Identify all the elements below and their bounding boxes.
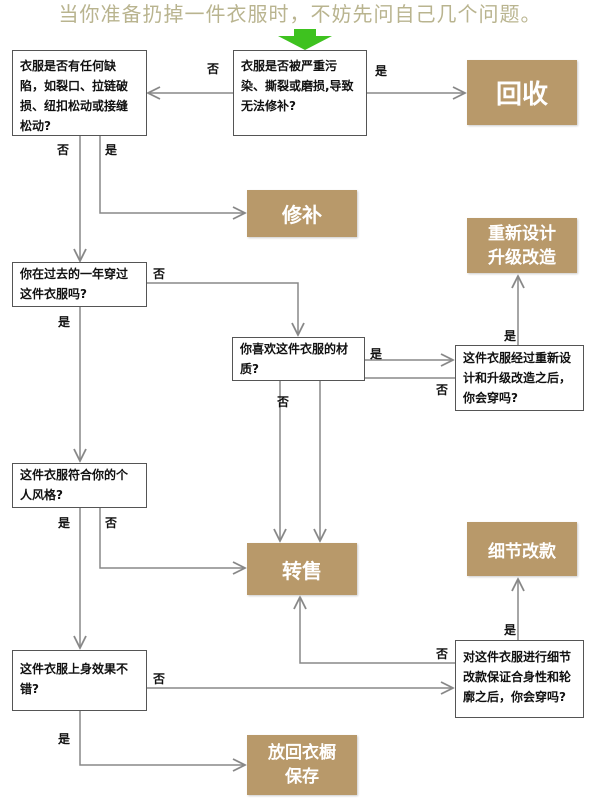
label-yes: 是 — [58, 516, 71, 530]
label-yes: 是 — [375, 64, 388, 78]
action-recycle: 回收 — [467, 60, 577, 125]
label-yes: 是 — [105, 143, 118, 157]
label-no: 否 — [153, 672, 166, 686]
label-yes: 是 — [58, 732, 71, 746]
question-defect: 衣服是否有任何缺陷，如裂口、拉链破损、纽扣松动或接缝松动? — [12, 50, 147, 136]
action-keep: 放回衣橱 保存 — [247, 735, 357, 795]
label-yes: 是 — [504, 329, 517, 343]
arrow-worn-no — [146, 282, 298, 335]
label-yes: 是 — [370, 347, 383, 361]
label-no: 否 — [57, 143, 70, 157]
question-style: 这件衣服符合你的个人风格? — [12, 463, 147, 508]
label-no: 否 — [436, 647, 449, 661]
question-fit: 这件衣服上身效果不错? — [12, 650, 147, 711]
flowchart-title: 当你准备扔掉一件衣服时，不妨先问自己几个问题。 — [58, 2, 542, 26]
label-no: 否 — [436, 383, 449, 397]
action-redesign: 重新设计 升级改造 — [467, 218, 577, 273]
question-worn: 你在过去的一年穿过这件衣服吗? — [12, 262, 147, 307]
action-repair: 修补 — [247, 190, 357, 237]
label-yes: 是 — [58, 315, 71, 329]
arrow-detail-no — [300, 597, 455, 664]
arrow-redesign-no — [320, 377, 455, 541]
arrow-style-no — [99, 507, 245, 568]
action-resell: 转售 — [247, 543, 357, 595]
label-no: 否 — [153, 267, 166, 281]
label-no: 否 — [207, 62, 220, 76]
label-yes: 是 — [504, 623, 517, 637]
question-detail: 对这件衣服进行细节改款保证合身性和轮廓之后，你会穿吗? — [455, 640, 584, 718]
label-no: 否 — [277, 395, 290, 409]
start-arrow-icon — [278, 29, 332, 50]
action-detail-modify: 细节改款 — [467, 522, 577, 576]
question-material: 你喜欢这件衣服的材质? — [232, 337, 365, 381]
label-no: 否 — [105, 516, 118, 530]
question-redesign: 这件衣服经过重新设计和升级改造之后，你会穿吗? — [455, 345, 584, 411]
arrow-defect-yes — [99, 135, 245, 213]
question-damage: 衣服是否被严重污染、撕裂或磨损,导致无法修补? — [233, 50, 367, 136]
arrow-fit-yes — [79, 710, 245, 765]
